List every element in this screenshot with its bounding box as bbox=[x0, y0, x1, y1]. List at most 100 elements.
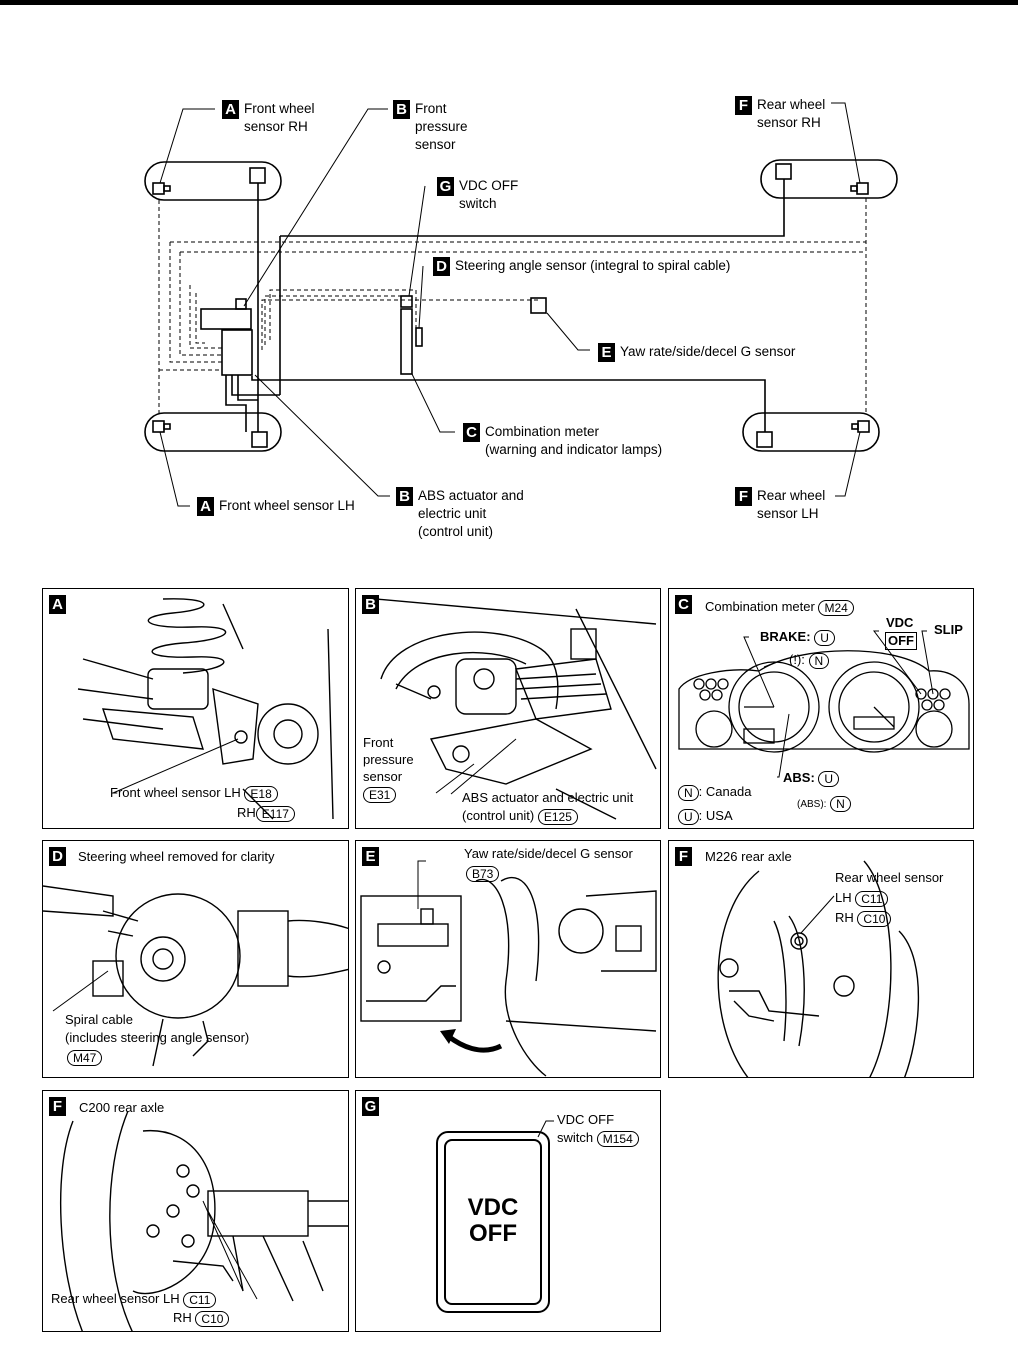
panel-f-c200-rear-axle: F C200 rear axle Rear wheel sensor LH C1… bbox=[42, 1090, 349, 1332]
callout-badge-a: A bbox=[197, 497, 214, 516]
combination-meter-illustration bbox=[678, 630, 970, 778]
slip-label: SLIP bbox=[934, 622, 963, 637]
callout-badge-f: F bbox=[735, 487, 752, 506]
connector-m47: M47 bbox=[67, 1049, 103, 1066]
connector-e31-wrap: E31 bbox=[363, 786, 397, 803]
label-includes-steering-angle-sensor: (includes steering angle sensor) bbox=[65, 1030, 250, 1045]
callout-badge-c: C bbox=[463, 423, 480, 442]
brake-code: U bbox=[814, 629, 835, 646]
c200-rear-axle-illustration bbox=[59, 1110, 348, 1331]
off-indicator: OFF bbox=[885, 632, 917, 650]
panel-badge: A bbox=[49, 595, 66, 614]
panel-e-yaw-rate-sensor: E Yaw rate/side/decel G sensor B73 bbox=[355, 840, 661, 1078]
panel-badge: G bbox=[362, 1097, 379, 1116]
label-rear-wheel-sensor-lh: LH C11 bbox=[835, 890, 889, 907]
connector-c10: C10 bbox=[857, 910, 892, 927]
callout-badge-b: B bbox=[396, 487, 413, 506]
abs-unit-upper bbox=[200, 308, 252, 330]
callout-badge-d: D bbox=[433, 257, 450, 276]
m226-rear-axle-illustration bbox=[717, 860, 920, 1077]
panel-d-steering-angle-sensor: D Steering wheel removed for clarity Spi… bbox=[42, 840, 349, 1078]
connector-e125: E125 bbox=[537, 808, 578, 825]
abs-indicator-label: (ABS): N bbox=[797, 795, 851, 813]
connector-m154: M154 bbox=[596, 1130, 639, 1147]
vdc-off-switch-button: VDC OFF bbox=[436, 1131, 550, 1313]
panel-title: C200 rear axle bbox=[79, 1100, 165, 1115]
connector-m47-wrap: M47 bbox=[67, 1049, 103, 1066]
rear-right-wheel bbox=[760, 159, 898, 199]
label-abs-actuator: ABS actuator and electric unit bbox=[462, 790, 634, 805]
panel-title: Steering wheel removed for clarity bbox=[78, 849, 275, 864]
symbol-code: N bbox=[808, 652, 830, 669]
callout-badge-g: G bbox=[437, 177, 454, 196]
label-rear-wheel-sensor-rh: RH C10 bbox=[173, 1310, 230, 1327]
label-spiral-cable: Spiral cable bbox=[65, 1012, 133, 1027]
connector-c11: C11 bbox=[855, 890, 889, 907]
connector-m24: M24 bbox=[818, 599, 854, 616]
label-front-pressure-sensor: Front pressure sensor bbox=[363, 735, 414, 784]
connector-e18: E18 bbox=[244, 785, 278, 802]
engine-bay-illustration bbox=[375, 598, 657, 820]
panel-badge: F bbox=[675, 847, 692, 866]
connector-c11: C11 bbox=[183, 1291, 217, 1308]
panel-badge: E bbox=[362, 847, 379, 866]
vdc-off-button-text: VDC OFF bbox=[467, 1194, 519, 1247]
label-rear-wheel-sensor-lh: Rear wheel sensor LH C11 bbox=[51, 1291, 217, 1308]
canada-legend: N: Canada bbox=[678, 784, 751, 801]
layout-diagram bbox=[144, 102, 898, 507]
canada-code: N bbox=[678, 784, 699, 801]
label-vdc-off: VDC OFF bbox=[557, 1112, 615, 1127]
panel-badge: B bbox=[362, 595, 379, 614]
abs-indicator-code: N bbox=[830, 795, 851, 812]
panel-title: Yaw rate/side/decel G sensor bbox=[464, 846, 633, 861]
combination-meter-box bbox=[400, 308, 413, 375]
rear-left-wheel bbox=[742, 412, 880, 452]
callout-badge-f: F bbox=[735, 96, 752, 115]
label-rear-wheel-sensor: Rear wheel sensor bbox=[835, 870, 944, 885]
connector-b73-wrap: B73 bbox=[466, 865, 500, 882]
usa-code: U bbox=[678, 808, 699, 825]
panel-f-m226-rear-axle: F M226 rear axle Rear wheel sensor LH C1… bbox=[668, 840, 974, 1078]
connector-c10: C10 bbox=[195, 1310, 230, 1327]
brake-warning-label: BRAKE: U bbox=[760, 629, 835, 646]
front-suspension-illustration bbox=[77, 598, 334, 820]
label-control-unit: (control unit) E125 bbox=[462, 808, 578, 825]
abs-code: U bbox=[818, 770, 840, 787]
yaw-sensor-illustration bbox=[360, 860, 657, 1077]
front-right-wheel bbox=[144, 161, 282, 201]
panel-badge: D bbox=[49, 847, 66, 866]
symbol-warning-label: (!): N bbox=[789, 652, 830, 669]
callout-badge-b: B bbox=[393, 100, 410, 119]
panel-g-vdc-off-switch: G VDC OFF switch M154 VDC OFF bbox=[355, 1090, 661, 1332]
connector-b73: B73 bbox=[466, 865, 500, 882]
steering-column-illustration bbox=[43, 885, 348, 1067]
panel-b-abs-actuator: B Front pressure sensor E31 ABS actuator… bbox=[355, 588, 661, 829]
yaw-sensor-box bbox=[530, 297, 547, 314]
panel-badge: C bbox=[675, 595, 692, 614]
vdc-label: VDC bbox=[886, 615, 914, 630]
label-rear-wheel-sensor-rh: RH C10 bbox=[835, 910, 892, 927]
connector-e117: E117 bbox=[255, 805, 295, 822]
connector-e31: E31 bbox=[363, 786, 397, 803]
panel-title: M226 rear axle bbox=[705, 849, 792, 864]
panel-c-combination-meter: C Combination meter M24 BRAKE: U (!): N … bbox=[668, 588, 974, 829]
abs-warning-label: ABS: U bbox=[783, 770, 840, 787]
abs-unit-lower bbox=[221, 329, 253, 376]
label-front-wheel-sensor-lh: Front wheel sensor LH E18 bbox=[110, 785, 278, 802]
front-left-wheel bbox=[144, 412, 282, 452]
panel-title: Combination meter M24 bbox=[705, 599, 854, 616]
label-switch: switch M154 bbox=[557, 1130, 639, 1147]
usa-legend: U: USA bbox=[678, 808, 733, 825]
top-rule bbox=[0, 0, 1018, 5]
